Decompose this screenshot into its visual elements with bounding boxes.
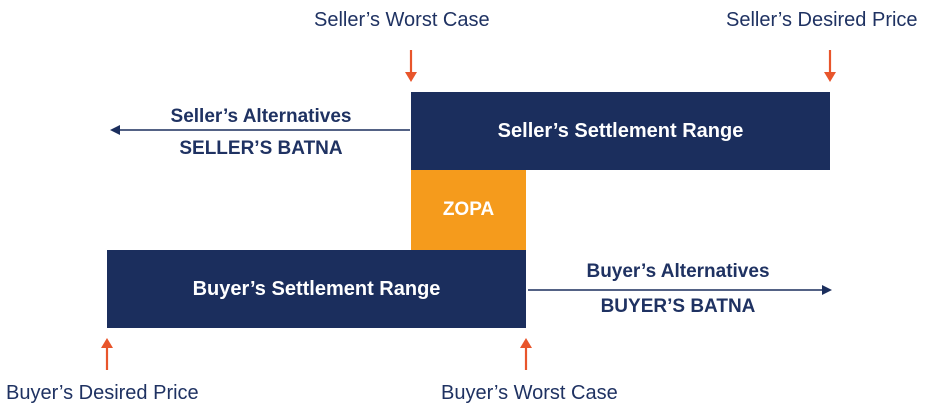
zopa-label: ZOPA	[442, 199, 495, 220]
seller-worst-case-label: Seller’s Worst Case	[314, 9, 490, 31]
buyer-alternatives-label: Buyer’s Alternatives	[586, 261, 770, 282]
seller-alternatives-label: Seller’s Alternatives	[170, 106, 352, 127]
buyer-batna-label: BUYER’S BATNA	[600, 296, 756, 317]
seller-desired-price-label: Seller’s Desired Price	[726, 9, 918, 31]
buyer-worst-case-arrow-icon	[520, 338, 532, 370]
seller-desired-price-arrow-icon	[824, 50, 836, 82]
seller-batna-label: SELLER’S BATNA	[179, 138, 343, 159]
seller-worst-case-arrow-icon	[405, 50, 417, 82]
zopa-box: ZOPA	[411, 170, 526, 250]
seller-settlement-range-box: Seller’s Settlement Range	[411, 92, 830, 170]
buyer-settlement-range-label: Buyer’s Settlement Range	[192, 277, 441, 300]
buyer-desired-price-arrow-icon	[101, 338, 113, 370]
buyer-settlement-range-box: Buyer’s Settlement Range	[107, 250, 526, 328]
seller-settlement-range-label: Seller’s Settlement Range	[497, 119, 744, 142]
buyer-worst-case-label: Buyer’s Worst Case	[441, 382, 618, 404]
buyer-desired-price-label: Buyer’s Desired Price	[6, 382, 199, 404]
